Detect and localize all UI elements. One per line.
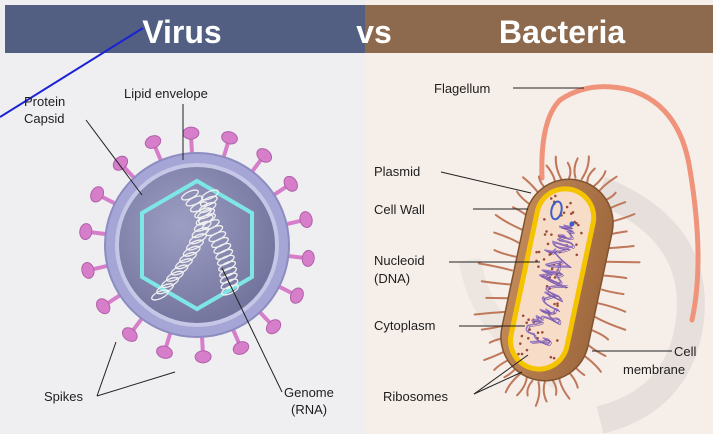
label-genome-line2: (RNA) bbox=[291, 402, 327, 417]
label-cytoplasm: Cytoplasm bbox=[374, 318, 435, 333]
label-protein-capsid-line2: Capsid bbox=[24, 111, 64, 126]
spike-head bbox=[195, 350, 212, 363]
label-spikes: Spikes bbox=[44, 389, 84, 404]
spike-head bbox=[183, 127, 200, 140]
virus-title: Virus bbox=[142, 14, 221, 50]
label-lipid-envelope: Lipid envelope bbox=[124, 86, 208, 101]
pilus bbox=[606, 262, 639, 263]
label-cell-membrane-line2: membrane bbox=[623, 362, 685, 377]
bacteria-title: Bacteria bbox=[499, 14, 626, 50]
label-genome-line1: Genome bbox=[284, 385, 334, 400]
label-ribosomes: Ribosomes bbox=[383, 389, 449, 404]
label-plasmid: Plasmid bbox=[374, 164, 420, 179]
label-protein-capsid-line1: Protein bbox=[24, 94, 65, 109]
label-cell-membrane-line1: Cell bbox=[674, 344, 697, 359]
label-nucleoid-line2: (DNA) bbox=[374, 271, 410, 286]
label-flagellum: Flagellum bbox=[434, 81, 490, 96]
label-nucleoid-line1: Nucleoid bbox=[374, 253, 425, 268]
vs-label: vs bbox=[356, 14, 392, 50]
label-cell-wall: Cell Wall bbox=[374, 202, 425, 217]
